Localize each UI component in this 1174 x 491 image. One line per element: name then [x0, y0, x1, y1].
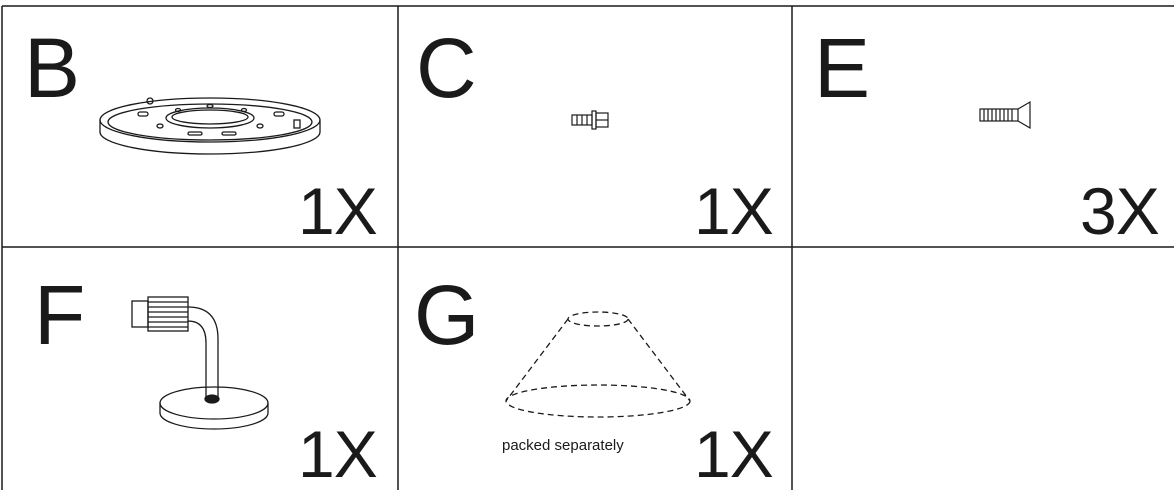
lamp-base-arm-icon [131, 296, 269, 430]
flat-head-screw-icon [979, 100, 1031, 130]
part-letter: B [24, 21, 81, 115]
lamp-shade-icon [505, 311, 691, 418]
part-quantity: 1X [298, 174, 378, 248]
part-quantity: 3X [1080, 174, 1160, 248]
part-cell-g: G 1X packed separately [398, 247, 792, 490]
part-quantity: 1X [298, 417, 378, 491]
part-cell-e: E 3X [792, 6, 1174, 247]
part-quantity: 1X [694, 417, 774, 491]
part-cell-c: C 1X [398, 6, 792, 247]
part-letter: G [414, 268, 480, 362]
part-quantity: 1X [694, 174, 774, 248]
part-letter: F [34, 268, 86, 362]
part-cell-b: B 1X [2, 6, 398, 247]
part-letter: E [814, 21, 871, 115]
mounting-plate-icon [99, 97, 321, 155]
flange-screw-icon [571, 110, 609, 130]
part-cell-f: F 1X [2, 247, 398, 490]
packed-separately-note: packed separately [502, 437, 624, 454]
empty-cell [792, 247, 1174, 490]
part-letter: C [416, 21, 477, 115]
